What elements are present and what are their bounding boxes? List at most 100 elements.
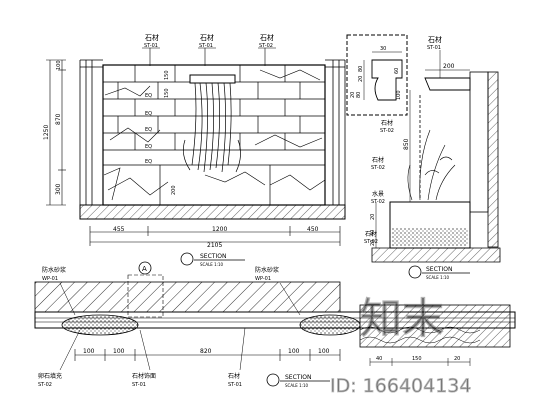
marker-a-bubble <box>138 261 152 275</box>
plan-dim-1: 100 <box>83 348 95 355</box>
plan-section-title: SECTION <box>285 374 311 381</box>
detail-dim-4: 80 <box>356 92 362 98</box>
section-view: 30 80 20 80 20 60 石材 ST-01 200 100 850 2… <box>346 34 501 280</box>
left-railing <box>79 59 103 205</box>
section-top-code: ST-01 <box>427 45 441 51</box>
marker-a-box <box>127 274 164 318</box>
coping-profile <box>371 59 403 101</box>
brick-pattern <box>103 65 325 205</box>
plan-label-5: 石材 <box>228 372 240 380</box>
section-label-1: 石材 <box>381 119 393 127</box>
detail-dim-6: 60 <box>394 68 400 74</box>
elev-code-1: ST-01 <box>144 43 158 49</box>
inner-dim-5: EQ <box>145 127 152 133</box>
stone-veining <box>103 69 326 201</box>
section-bubble <box>408 265 422 279</box>
section-dim-6: 20 <box>370 240 376 246</box>
top-coping <box>424 77 471 91</box>
wall-hatch <box>487 71 499 248</box>
watermark: 知末 ID: 166404134 <box>330 293 472 397</box>
detail-dim-3: 20 <box>358 76 364 82</box>
ground-hatch <box>371 247 501 263</box>
plan-right-dim-1: 40 <box>376 356 382 362</box>
plan-dim-2: 100 <box>113 348 125 355</box>
right-railing <box>325 59 346 205</box>
plan-right-dim-lines <box>369 358 471 366</box>
section-dim-5: 40 <box>370 230 376 236</box>
section-label-4: 石材 <box>365 230 377 238</box>
elev-label-1: 石材 <box>145 33 159 42</box>
section-dim-1: 200 <box>443 63 455 70</box>
plan-code-4: ST-01 <box>132 382 146 388</box>
left-dim-lines <box>46 59 66 206</box>
plants <box>407 129 456 201</box>
plan-label-4: 石材饰面 <box>132 372 156 380</box>
left-dim-2: 870 <box>55 113 62 125</box>
inner-dim-7: EQ <box>145 159 152 165</box>
section-top-label: 石材 <box>428 35 442 44</box>
plan-label-3: 卵石填充 <box>38 372 62 380</box>
section-dim-4: 20 <box>370 214 376 220</box>
detail-dim-2: 80 <box>358 66 364 72</box>
inner-dim-6: EQ <box>145 144 152 150</box>
plan-right-hatch <box>359 304 511 348</box>
plan-section-scale: SCALE 1:10 <box>285 383 309 388</box>
section-code-1: ST-02 <box>380 128 394 134</box>
detail-dim-5: 20 <box>350 92 356 98</box>
plan-dim-5: 100 <box>318 348 330 355</box>
floor-slab <box>79 204 346 220</box>
spout <box>189 74 236 84</box>
inner-dim-2: 150 <box>164 88 170 98</box>
elev-code-2: ST-01 <box>199 43 213 49</box>
elev-section-bubble <box>180 252 194 266</box>
section-label-2: 石材 <box>372 156 384 164</box>
section-dim-lines <box>375 69 470 248</box>
plan-hatch-band <box>34 281 341 313</box>
overall-width: 2105 <box>207 242 222 249</box>
bottom-dim-1: 455 <box>113 226 125 233</box>
wall-core <box>469 71 489 213</box>
waterfall-lines <box>183 82 241 173</box>
inner-dim-1: 150 <box>164 70 170 80</box>
plan-texture <box>359 326 481 344</box>
elev-code-3: ST-02 <box>259 43 273 49</box>
elev-label-3: 石材 <box>260 33 274 42</box>
elev-label-2: 石材 <box>200 33 214 42</box>
plan-code-1: WP-01 <box>42 276 58 282</box>
plan-section-bubble <box>266 373 280 387</box>
plan-dim-4: 100 <box>288 348 300 355</box>
left-dim-3: 1250 <box>43 125 50 140</box>
plan-leaders <box>59 282 301 371</box>
section-dim-3: 850 <box>403 138 410 150</box>
plan-dim-3: 820 <box>200 348 212 355</box>
section-title: SECTION <box>426 266 452 273</box>
watermark-id: ID: 166404134 <box>330 375 471 397</box>
plan-view: A 防水砂浆 WP-01 防水砂浆 WP-01 卵石填充 ST-02 石材饰面 … <box>34 261 516 388</box>
bottom-dim-3: 450 <box>307 226 319 233</box>
plan-code-3: ST-02 <box>38 382 52 388</box>
left-dim-4: 300 <box>55 183 62 195</box>
marker-a-label: A <box>142 265 147 273</box>
elev-section-scale: SCALE 1:10 <box>200 262 224 267</box>
detail-box <box>346 34 408 116</box>
section-code-2: ST-02 <box>371 165 385 171</box>
section-code-3: ST-02 <box>371 199 385 205</box>
elev-section-title: SECTION <box>200 253 226 260</box>
plan-right-dim-3: 20 <box>454 356 460 362</box>
left-dim-1: 100 <box>56 60 62 70</box>
section-label-3: 水景 <box>372 190 384 198</box>
pebble-cluster-left <box>61 314 139 336</box>
bottom-dim-lines <box>89 226 341 246</box>
plan-label-1: 防水砂浆 <box>42 266 66 274</box>
plan-dim-lines <box>74 349 341 361</box>
inner-dim-3: EQ <box>145 93 152 99</box>
detail-dim-1: 30 <box>380 46 386 52</box>
watermark-logo-text: 知末 <box>360 294 444 343</box>
section-code-4: ST-02 <box>364 239 378 245</box>
stone-panel <box>102 64 326 206</box>
inner-dim-4: EQ <box>145 111 152 117</box>
section-scale: SCALE 1:10 <box>426 275 450 280</box>
detail-dim-lines <box>363 51 402 100</box>
pebble-cluster-right <box>299 314 361 336</box>
